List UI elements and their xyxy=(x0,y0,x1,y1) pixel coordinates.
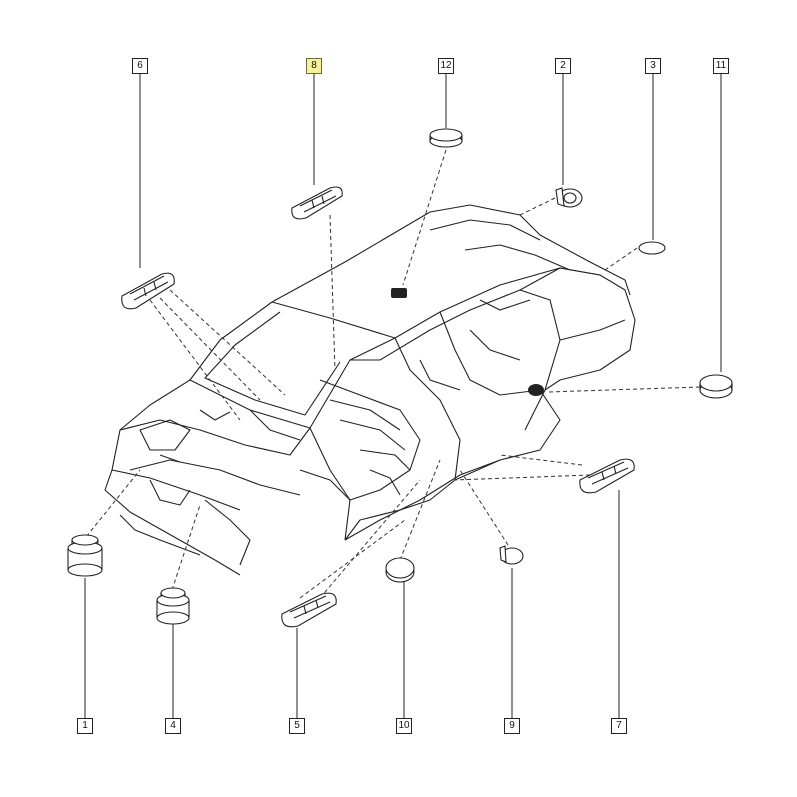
part-8-oblong-plug xyxy=(291,186,343,220)
part-11-grommet xyxy=(699,374,733,399)
car-body-shell xyxy=(104,204,636,576)
part-1-stepped-plug xyxy=(67,534,103,577)
part-12-grommet xyxy=(429,128,463,148)
callout-5: 5 xyxy=(289,718,305,734)
part-4-stepped-plug xyxy=(156,587,190,625)
callout-12: 12 xyxy=(438,58,454,74)
callout-1: 1 xyxy=(77,718,93,734)
callout-8-highlighted: 8 xyxy=(306,58,322,74)
body-holes xyxy=(391,288,544,396)
part-10-round-plug xyxy=(385,557,415,583)
part-6-oblong-plug xyxy=(121,272,175,310)
part-3-seal xyxy=(638,241,666,255)
callout-9: 9 xyxy=(504,718,520,734)
part-9-clip xyxy=(499,545,524,565)
part-7-oblong-plug xyxy=(579,458,635,494)
callout-3: 3 xyxy=(645,58,661,74)
part-5-oblong-plug xyxy=(281,592,337,628)
callout-11: 11 xyxy=(713,58,729,74)
part-2-clip xyxy=(555,187,583,208)
callout-6: 6 xyxy=(132,58,148,74)
callout-leaders xyxy=(84,74,722,718)
callout-4: 4 xyxy=(165,718,181,734)
leader-lines xyxy=(81,149,701,599)
callout-7: 7 xyxy=(611,718,627,734)
callout-2: 2 xyxy=(555,58,571,74)
callout-10: 10 xyxy=(396,718,412,734)
